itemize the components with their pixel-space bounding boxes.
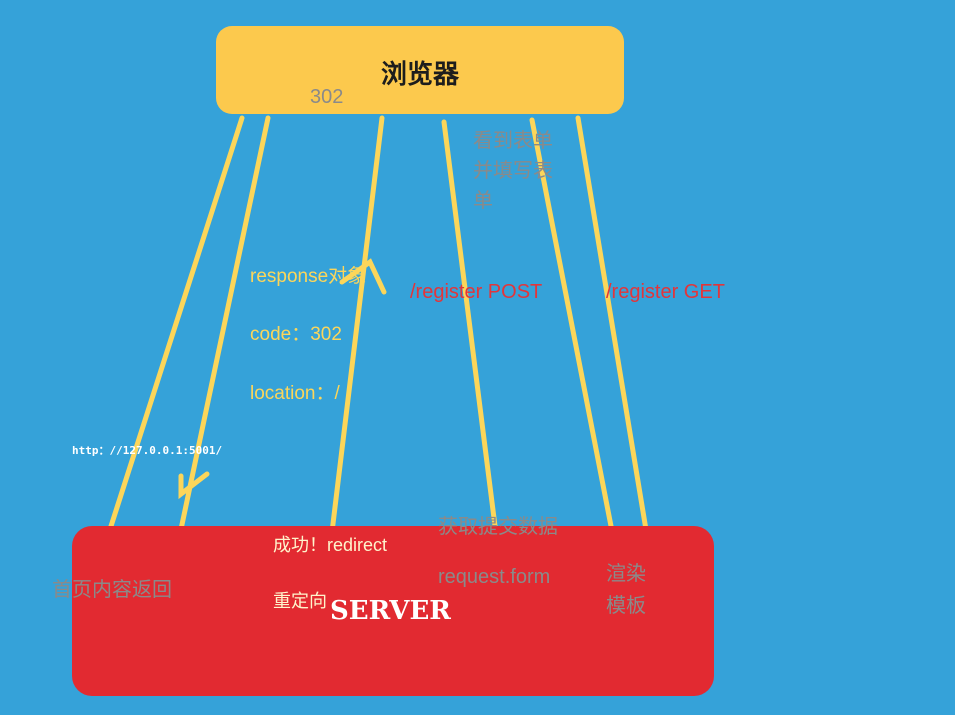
register-post-label: /register POST: [410, 281, 543, 303]
redirect-zh-label: 重定向: [273, 591, 327, 611]
success-redirect-label: 成功！redirect: [273, 535, 388, 555]
location-label: location：/: [250, 383, 340, 404]
browser-title: 浏览器: [380, 60, 459, 90]
arrowhead-redirect: [339, 258, 387, 295]
code-label: code：302: [250, 324, 342, 345]
arrow-register-post: [441, 119, 499, 537]
arrowhead-http: [178, 471, 210, 500]
see-form-label: 看到表单并填写表单: [473, 130, 553, 212]
response-object-label: response对象: [250, 266, 367, 287]
get-submitted-data-label: 获取提交数据: [438, 516, 558, 538]
arrow-register-get: [575, 115, 653, 557]
status-302-label: 302: [310, 86, 344, 108]
server-title: SERVER: [330, 596, 451, 626]
render-label-line1: 渲染: [606, 563, 646, 585]
register-get-label: /register GET: [606, 281, 725, 303]
arrow-http-request: [177, 115, 271, 537]
arrow-home-return: [101, 115, 245, 551]
arrow-redirect-response: [329, 115, 385, 535]
arrow-render-template: [529, 117, 621, 565]
render-label-line2: 模板: [606, 595, 646, 617]
server-node: SERVER: [72, 526, 714, 696]
home-return-label: 首页内容返回: [52, 579, 172, 601]
url-label: http：//127.0.0.1:5001/: [72, 444, 223, 457]
browser-node: 浏览器: [216, 26, 624, 114]
request-form-label: request.form: [438, 566, 551, 588]
